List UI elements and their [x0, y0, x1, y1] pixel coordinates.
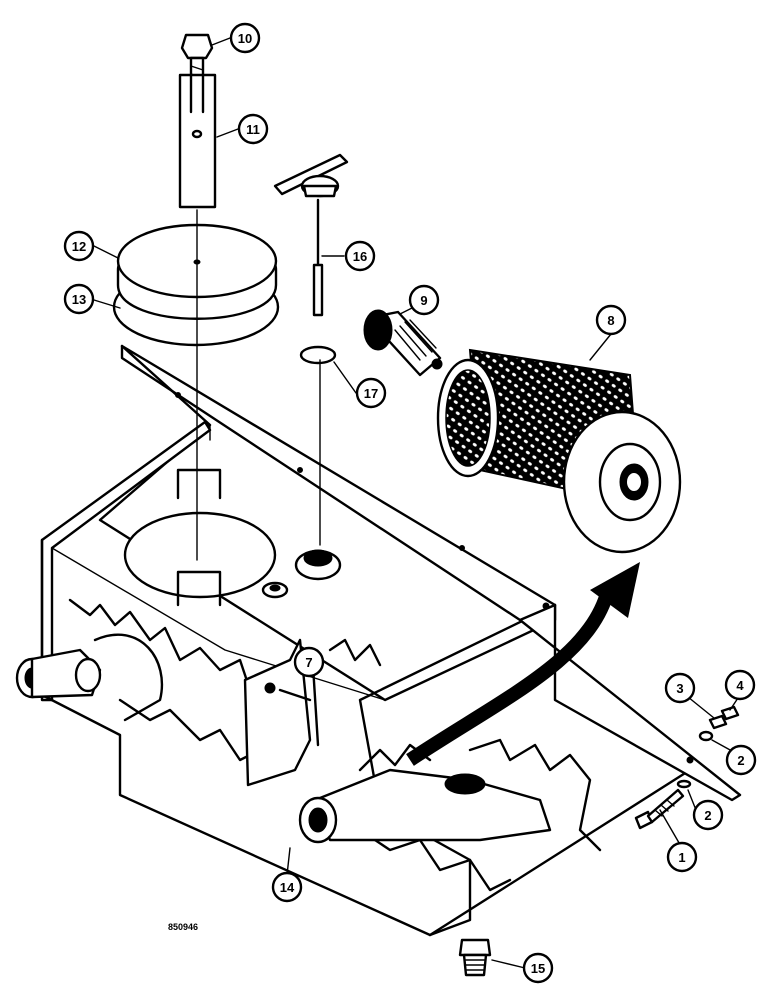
callout-9: 9 — [408, 284, 440, 316]
callout-2-upper-label: 2 — [737, 753, 744, 768]
callout-9-label: 9 — [420, 293, 427, 308]
installation-arrow — [406, 588, 615, 766]
callout-16-label: 16 — [353, 249, 367, 264]
callout-16: 16 — [344, 240, 376, 272]
callout-3-label: 3 — [676, 681, 683, 696]
strap — [178, 73, 217, 209]
callout-7-label: 7 — [305, 655, 312, 670]
callout-2-lower-label: 2 — [704, 808, 711, 823]
callout-4-label: 4 — [736, 678, 744, 693]
callout-2-upper: 2 — [725, 744, 757, 776]
drawing-number: 850946 — [168, 922, 198, 932]
mounting-hardware — [634, 705, 740, 830]
bypass-valve — [363, 309, 443, 377]
callout-12: 12 — [63, 230, 95, 262]
callout-14: 14 — [271, 871, 303, 903]
callout-11-label: 11 — [246, 122, 260, 137]
callout-15: 15 — [522, 952, 554, 984]
drain-plug — [458, 938, 492, 977]
callout-15-label: 15 — [531, 961, 545, 976]
callout-14-label: 14 — [280, 880, 295, 895]
callout-2-lower: 2 — [692, 799, 724, 831]
callout-7: 7 — [293, 646, 325, 678]
callout-13: 13 — [63, 283, 95, 315]
callout-17: 17 — [355, 377, 387, 409]
callouts: 10 11 12 13 16 17 9 8 7 14 15 1 2 2 3 4 — [63, 22, 757, 984]
callout-8-label: 8 — [607, 313, 614, 328]
callout-17-label: 17 — [364, 386, 378, 401]
installation-arrowhead — [590, 562, 640, 618]
callout-11: 11 — [237, 113, 269, 145]
dipstick — [273, 153, 349, 317]
callout-1: 1 — [666, 841, 698, 873]
tank-cover — [112, 223, 280, 347]
callout-8: 8 — [595, 304, 627, 336]
filter-element — [436, 348, 682, 554]
callout-4: 4 — [724, 669, 756, 701]
callout-3: 3 — [664, 672, 696, 704]
callout-12-label: 12 — [72, 239, 86, 254]
callout-10-label: 10 — [238, 31, 252, 46]
hydraulic-tank — [15, 344, 742, 977]
callout-1-label: 1 — [678, 850, 685, 865]
callout-13-label: 13 — [72, 292, 86, 307]
callout-10: 10 — [229, 22, 261, 54]
